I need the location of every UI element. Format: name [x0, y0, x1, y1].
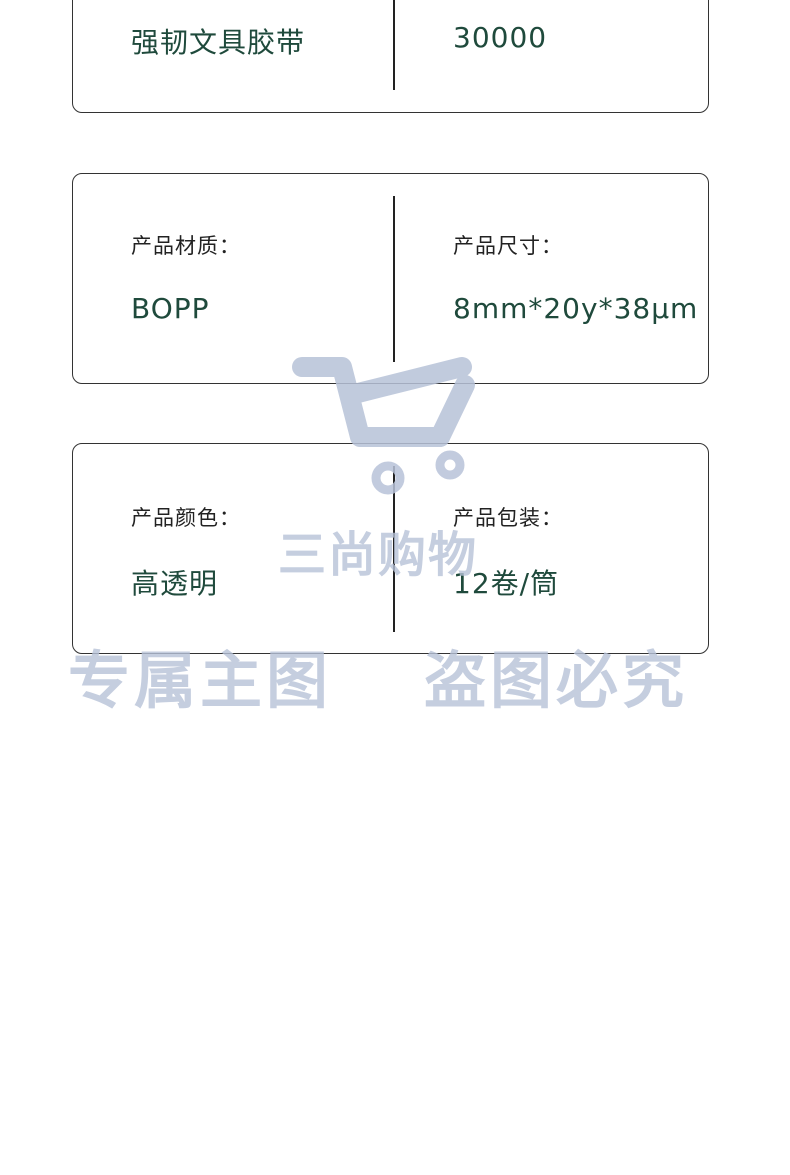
- spec-card-2: 产品材质： BOPP 产品尺寸： 8mm*20y*38μm: [72, 173, 709, 384]
- material-label: 产品材质：: [131, 234, 241, 258]
- spec-card-1: 强韧文具胶带 30000: [72, 0, 709, 113]
- product-quantity-value: 30000: [453, 21, 548, 54]
- size-label: 产品尺寸：: [453, 234, 563, 258]
- material-value: BOPP: [131, 292, 210, 325]
- card-divider: [393, 466, 395, 632]
- color-label: 产品颜色：: [131, 506, 241, 530]
- size-value: 8mm*20y*38μm: [453, 292, 699, 325]
- packaging-value: 12卷/筒: [453, 567, 560, 600]
- card-divider: [393, 0, 395, 90]
- product-name-value: 强韧文具胶带: [131, 26, 306, 59]
- packaging-label: 产品包装：: [453, 506, 563, 530]
- color-value: 高透明: [131, 567, 219, 600]
- spec-card-3: 产品颜色： 高透明 产品包装： 12卷/筒: [72, 443, 709, 654]
- card-divider: [393, 196, 395, 362]
